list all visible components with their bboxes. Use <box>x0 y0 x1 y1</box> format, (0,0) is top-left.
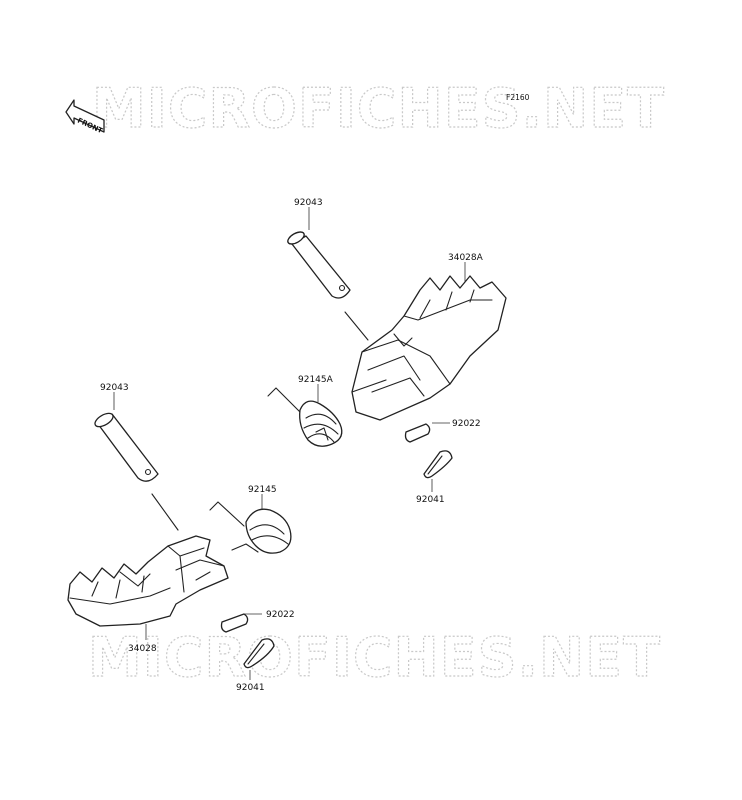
axis-line-lower <box>151 493 179 531</box>
spring-right <box>267 387 343 447</box>
label-washer-left: 92022 <box>266 610 295 620</box>
label-step-right: 34028A <box>448 253 484 263</box>
reference-code: F2160 <box>506 93 530 102</box>
label-step-left: 34028 <box>128 644 157 654</box>
label-spring-right: 92145A <box>298 375 334 385</box>
axis-line-upper <box>344 311 369 341</box>
cotter-left <box>243 638 275 669</box>
washer-left <box>220 613 249 633</box>
label-cotter-left: 92041 <box>236 683 265 693</box>
pin-upper <box>287 231 351 299</box>
label-cotter-right: 92041 <box>416 495 445 505</box>
label-pin-lower: 92043 <box>100 383 129 393</box>
step-left <box>67 535 229 627</box>
pin-lower <box>94 412 159 482</box>
label-washer-right: 92022 <box>452 419 481 429</box>
label-pin-upper: 92043 <box>294 198 323 208</box>
label-spring-left: 92145 <box>248 485 277 495</box>
cotter-right <box>423 450 453 479</box>
spring-left <box>209 501 292 554</box>
washer-right <box>404 423 431 443</box>
watermark-bottom: MICROFICHES.NET <box>88 626 661 689</box>
step-right <box>351 275 507 421</box>
watermark-top: MICROFICHES.NET <box>92 77 665 140</box>
